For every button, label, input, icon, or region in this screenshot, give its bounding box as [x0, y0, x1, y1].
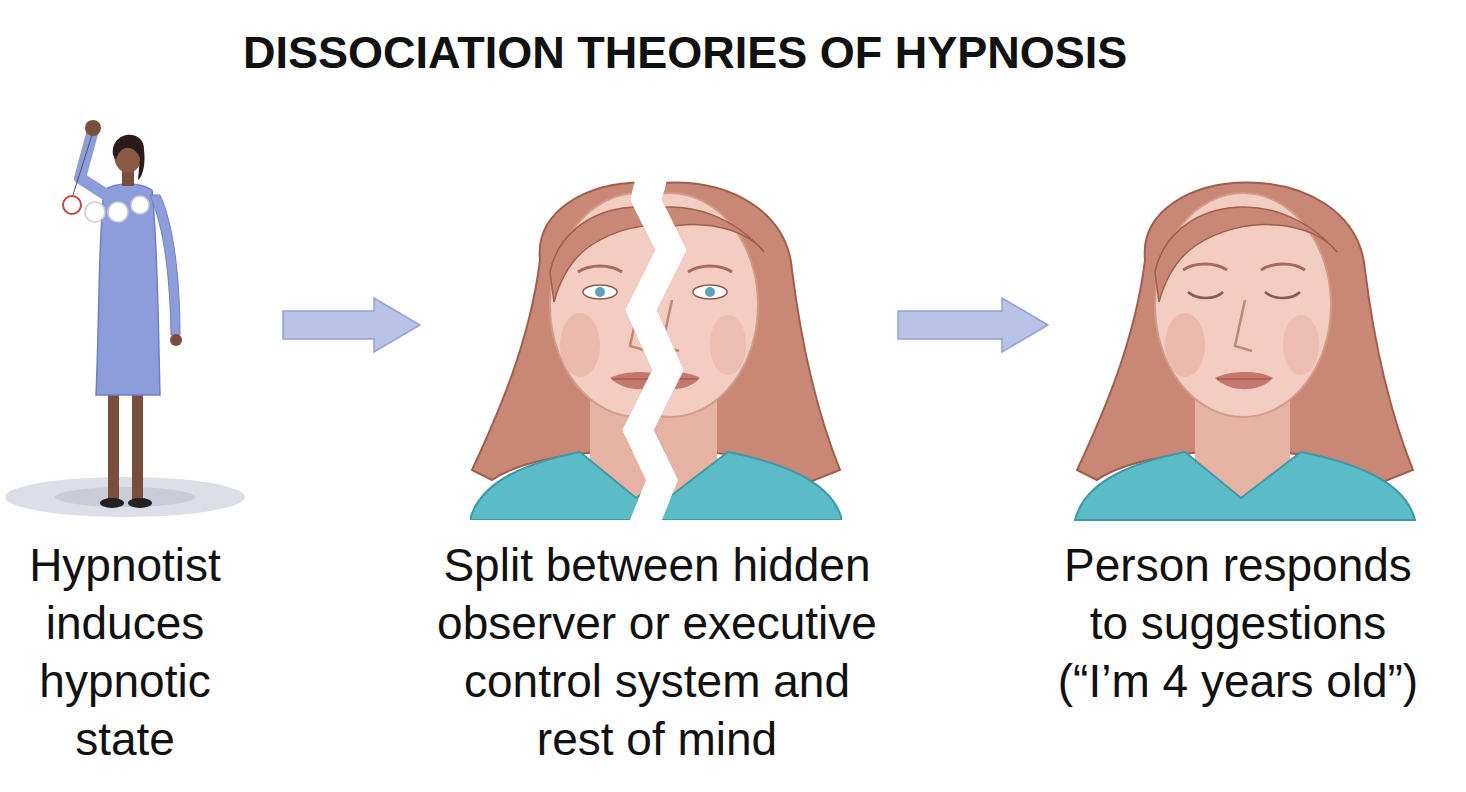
bead [108, 202, 128, 222]
shoe [100, 498, 124, 508]
panel-caption: Person responds to suggestions (“I’m 4 y… [1046, 536, 1431, 710]
bead [131, 196, 149, 214]
panel: Hypnotist induces hypnotic state [10, 100, 283, 774]
panel-caption: Split between hidden observer or executi… [427, 536, 887, 768]
hand [170, 334, 182, 346]
pendulum-chain [72, 135, 92, 198]
arm [150, 195, 180, 335]
shoe [128, 498, 152, 508]
diagram-title: DISSOCIATION THEORIES OF HYPNOSIS [243, 26, 1127, 80]
pendulum [63, 196, 81, 214]
leg [132, 385, 143, 500]
hypnotist-figure [5, 120, 245, 517]
block-arrow [283, 298, 420, 352]
dress [96, 184, 160, 395]
block-arrow [898, 298, 1048, 352]
shadow [55, 487, 195, 507]
split-face-right [502, 183, 842, 521]
panel-caption: Hypnotist induces hypnotic state [0, 536, 250, 768]
leg [108, 385, 119, 500]
hair [113, 135, 145, 180]
panel: Person responds to suggestions (“I’m 4 y… [1048, 100, 1458, 716]
panel: Split between hidden observer or executi… [420, 100, 898, 774]
hand [85, 120, 101, 136]
bead [85, 202, 105, 222]
raised-arm [80, 134, 108, 196]
face-eyes-closed [1075, 183, 1415, 521]
shadow [5, 477, 245, 517]
